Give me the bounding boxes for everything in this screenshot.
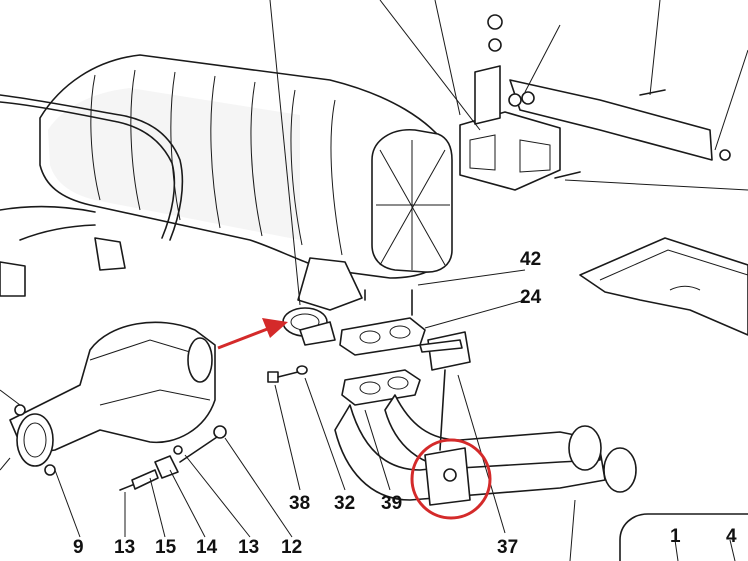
exhaust-pipes: [334, 394, 637, 501]
red-arrow: [217, 326, 271, 350]
catalytic-converter: [9, 321, 216, 476]
callout-4: 4: [726, 526, 737, 547]
inset-box: [619, 513, 748, 561]
callout-37: 37: [497, 537, 519, 558]
pipe-clamp: [282, 307, 336, 346]
callout-15: 15: [155, 537, 177, 558]
bolt-38: [267, 365, 308, 383]
callout-14: 14: [196, 537, 218, 558]
callout-13-left: 13: [114, 537, 136, 558]
callout-1: 1: [670, 526, 681, 547]
callout-42: 42: [520, 249, 542, 270]
red-arrowhead: [262, 318, 288, 338]
flange-gaskets: [339, 289, 426, 406]
fuel-lines: [0, 94, 184, 297]
heat-shield: [579, 237, 748, 336]
red-highlight-circle: [410, 438, 492, 520]
callout-24: 24: [520, 287, 542, 308]
callout-13-right: 13: [238, 537, 260, 558]
red-highlights: [217, 318, 492, 520]
hardware-group: [119, 425, 227, 491]
callout-9: 9: [73, 537, 84, 558]
wastegate-actuator: [419, 331, 471, 506]
callout-12: 12: [281, 537, 303, 558]
callout-32: 32: [334, 493, 356, 514]
callout-39: 39: [381, 493, 403, 514]
callout-38: 38: [289, 493, 311, 514]
mounting-bracket: [379, 0, 748, 191]
muffler: [39, 54, 453, 311]
